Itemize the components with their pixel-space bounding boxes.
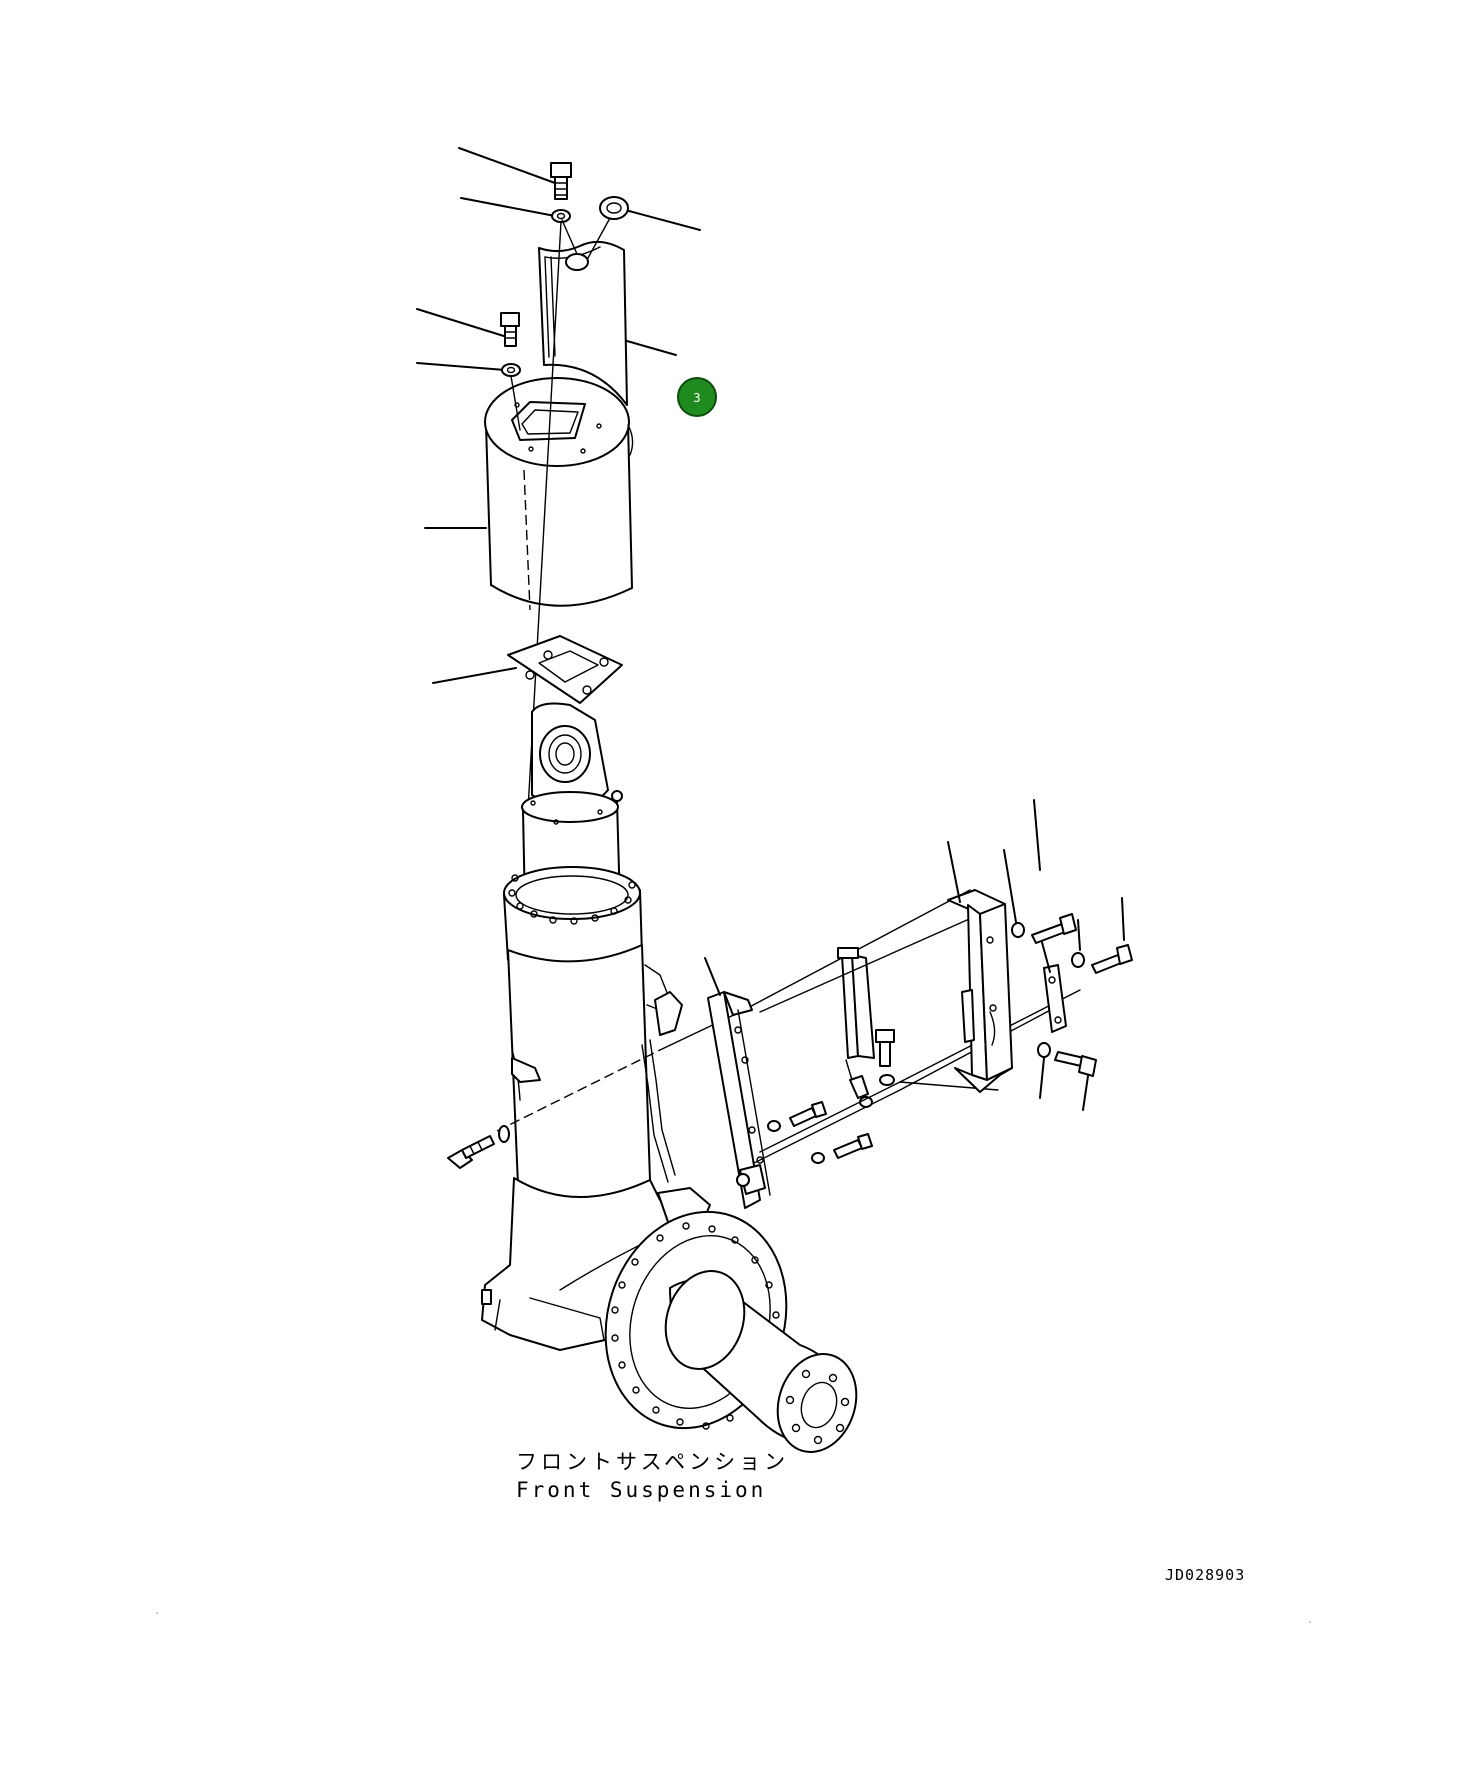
leader-lines-upper [416, 147, 701, 684]
right-bolt-middle [1071, 897, 1133, 974]
bracket-bolt-lower [811, 1133, 873, 1164]
top-nut [599, 196, 629, 220]
drawing-code: JD028903 [1165, 1566, 1245, 1584]
wheel-spindle [664, 1270, 858, 1453]
callout-3-label: 3 [693, 391, 700, 405]
cover-plate [538, 217, 628, 406]
right-angle-bracket [947, 841, 1013, 1093]
top-bolt [550, 162, 572, 200]
left-mount-washer [498, 1125, 510, 1143]
stroke-sensor [837, 947, 875, 1108]
caption-english: Front Suspension [516, 1478, 766, 1502]
cylindrical-cover [484, 377, 634, 611]
strut-cylinder [507, 944, 683, 1200]
side-bolt [500, 312, 520, 347]
corner-specks [156, 1612, 1311, 1623]
caption-japanese: フロントサスペンション [516, 1450, 789, 1474]
sensor-bracket [704, 957, 771, 1209]
bracket-bolt-upper [767, 1101, 827, 1132]
side-washer [501, 363, 521, 377]
strut-eye [531, 702, 623, 810]
flange-bolt-holes [508, 874, 636, 925]
top-washer [551, 209, 571, 223]
left-mount-bolt [447, 1135, 495, 1169]
right-small-plate [1039, 934, 1067, 1033]
sensor-bolt [875, 1029, 895, 1086]
right-bolt-top [1003, 799, 1077, 944]
hub-bolt-holes [611, 1222, 780, 1430]
right-bolt-bottom [1037, 1042, 1097, 1111]
gasket [507, 635, 623, 704]
callout-3[interactable]: 3 [677, 377, 717, 417]
